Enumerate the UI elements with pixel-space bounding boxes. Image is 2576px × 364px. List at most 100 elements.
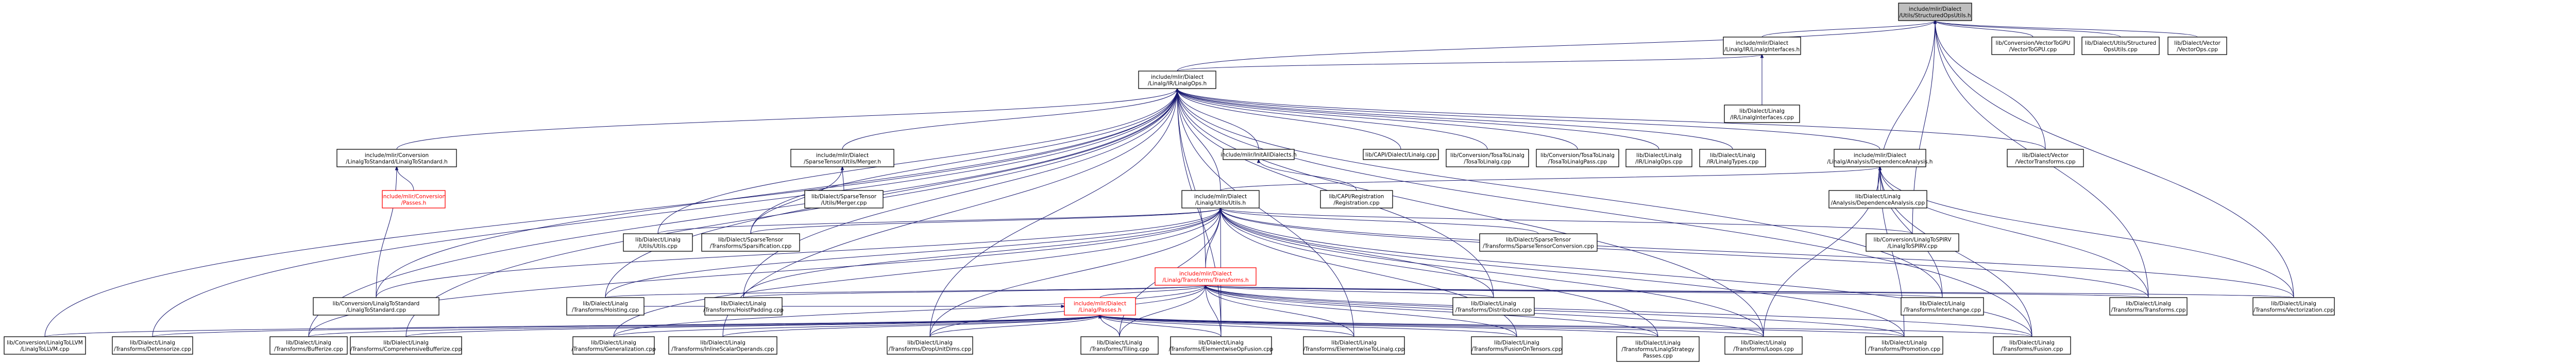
- graph-node-box: [1471, 336, 1563, 355]
- graph-node-label: Passes.cpp: [1643, 353, 1673, 359]
- graph-node-box: [1865, 336, 1943, 355]
- graph-node-box: [1625, 149, 1692, 167]
- graph-node-box: [1828, 190, 1927, 209]
- graph-node-label: lib/Dialect/Linalg: [1636, 152, 1682, 159]
- graph-node-box: [1723, 37, 1801, 55]
- dependency-edge: [1935, 21, 2121, 38]
- dependency-edge: [1935, 21, 2033, 38]
- graph-node[interactable]: lib/Dialect/Linalg/Transforms/Bufferize.…: [269, 336, 348, 355]
- graph-node[interactable]: lib/Dialect/Linalg/Transforms/Detensoriz…: [112, 336, 193, 355]
- graph-node-box: [1223, 149, 1295, 160]
- graph-node[interactable]: lib/Conversion/LinalgToSPIRV/LinalgToSPI…: [1866, 233, 1959, 252]
- graph-node-label: include/mlir/Dialect: [1151, 74, 1204, 80]
- graph-node[interactable]: lib/Dialect/Linalg/Transforms/Elementwis…: [1303, 336, 1405, 355]
- graph-node[interactable]: include/mlir/Dialect/SparseTensor/Utils/…: [790, 149, 894, 167]
- graph-node-box: [668, 336, 777, 355]
- graph-node[interactable]: include/mlir/Dialect/Linalg/Transforms/T…: [1155, 267, 1257, 286]
- graph-node-label: lib/Dialect/Linalg: [635, 237, 681, 243]
- dependency-edge: [1206, 285, 1943, 298]
- graph-node-label: lib/Dialect/Linalg: [1198, 340, 1244, 346]
- graph-node-box: [382, 190, 446, 209]
- dependency-edge: [1177, 89, 1221, 191]
- graph-node[interactable]: lib/Conversion/TosaToLinalg/TosaToLinalg…: [1446, 149, 1529, 167]
- dependency-edge: [722, 315, 1100, 337]
- graph-node[interactable]: lib/Dialect/Linalg/Analysis/DependenceAn…: [1828, 190, 1927, 209]
- graph-node[interactable]: lib/CAPI/Registration/Registration.cpp: [1320, 190, 1393, 209]
- graph-node[interactable]: lib/Dialect/Linalg/Transforms/Distributi…: [1452, 297, 1535, 316]
- graph-node[interactable]: include/mlir/Conversion/Passes.h: [382, 190, 446, 209]
- graph-node-label: /LinalgToLLVM.cpp: [20, 346, 70, 352]
- dependency-edge: [1177, 89, 1733, 150]
- graph-node-label: lib/CAPI/Dialect/Linalg.cpp: [1365, 152, 1436, 158]
- graph-node[interactable]: include/mlir/Dialect/Linalg/IR/LinalgInt…: [1723, 37, 1801, 55]
- graph-node[interactable]: lib/Conversion/LinalgToLLVM/LinalgToLLVM…: [4, 336, 86, 355]
- graph-node[interactable]: lib/Dialect/Linalg/Transforms/Elementwis…: [1169, 336, 1274, 355]
- graph-node-label: /VectorToGPU.cpp: [2009, 46, 2057, 53]
- graph-node[interactable]: include/mlir/Dialect/Linalg/Passes.h: [1064, 297, 1136, 316]
- graph-node[interactable]: include/mlir/InitAllDialects.h: [1221, 149, 1297, 160]
- graph-node-box: [1536, 149, 1619, 167]
- graph-node[interactable]: lib/Dialect/Linalg/Transforms/FusionOnTe…: [1471, 336, 1563, 355]
- graph-node[interactable]: include/mlir/Dialect/Utils/StructuredOps…: [1898, 3, 1972, 21]
- graph-node[interactable]: lib/Dialect/Linalg/Transforms/Hoisting.c…: [566, 297, 645, 316]
- graph-node[interactable]: lib/Dialect/Linalg/Transforms/Comprehens…: [350, 336, 462, 355]
- graph-node-label: include/mlir/Dialect: [1074, 301, 1126, 307]
- graph-node[interactable]: lib/Dialect/SparseTensor/Transforms/Spar…: [701, 233, 800, 252]
- dependency-edge: [1220, 167, 1880, 191]
- graph-node[interactable]: lib/Dialect/SparseTensor/Transforms/Spar…: [1479, 233, 1598, 252]
- graph-node-label: /Transforms/SparseTensorConversion.cpp: [1483, 243, 1594, 249]
- graph-node[interactable]: lib/Conversion/VectorToGPU/VectorToGPU.c…: [1991, 37, 2075, 55]
- graph-node[interactable]: lib/Dialect/Linalg/IR/LinalgTypes.cpp: [1699, 149, 1766, 167]
- graph-node-box: [350, 336, 462, 355]
- graph-node[interactable]: lib/Dialect/Linalg/Transforms/LinalgStra…: [1616, 336, 1700, 362]
- graph-node[interactable]: lib/Dialect/Linalg/Transforms/Generaliza…: [571, 336, 656, 355]
- graph-node[interactable]: include/mlir/Dialect/Linalg/Utils/Utils.…: [1181, 190, 1260, 209]
- graph-node[interactable]: lib/Dialect/Vector/VectorTransforms.cpp: [2007, 149, 2084, 167]
- graph-node[interactable]: include/mlir/Conversion/LinalgToStandard…: [336, 149, 457, 167]
- dependency-edge: [1221, 208, 1905, 337]
- graph-node[interactable]: include/mlir/Dialect/Linalg/Analysis/Dep…: [1827, 149, 1933, 167]
- graph-node[interactable]: lib/Dialect/Linalg/Utils/Utils.cpp: [623, 233, 693, 252]
- graph-node-label: /Transforms/Fusion.cpp: [2001, 346, 2063, 352]
- graph-node-box: [623, 233, 693, 252]
- graph-node[interactable]: lib/Conversion/TosaToLinalg/TosaToLinalg…: [1536, 149, 1619, 167]
- graph-node[interactable]: lib/Conversion/LinalgToStandard/LinalgTo…: [313, 297, 439, 316]
- graph-node-label: lib/Dialect/Linalg: [1739, 108, 1785, 114]
- dependency-edge: [1177, 55, 1762, 72]
- graph-node-box: [2167, 37, 2227, 55]
- graph-node[interactable]: lib/Dialect/Linalg/Transforms/Loops.cpp: [1724, 336, 1803, 355]
- graph-node[interactable]: lib/CAPI/Dialect/Linalg.cpp: [1363, 149, 1439, 160]
- dependency-edge: [1206, 285, 2032, 337]
- graph-node-label: lib/Conversion/VectorToGPU: [1995, 40, 2070, 46]
- dependency-edge: [743, 285, 1206, 298]
- dependency-edge: [1221, 208, 2294, 298]
- graph-node-box: [1181, 190, 1260, 209]
- graph-node[interactable]: lib/Dialect/Linalg/IR/LinalgInterfaces.c…: [1724, 105, 1800, 123]
- graph-node[interactable]: lib/Dialect/Linalg/Transforms/Tiling.cpp: [1080, 336, 1159, 355]
- graph-node[interactable]: lib/Dialect/Linalg/Transforms/Vectorizat…: [2252, 297, 2335, 316]
- graph-node[interactable]: lib/Dialect/Linalg/IR/LinalgOps.cpp: [1625, 149, 1692, 167]
- graph-node-box: [1155, 267, 1257, 286]
- graph-node[interactable]: lib/Dialect/Vector/VectorOps.cpp: [2167, 37, 2227, 55]
- graph-node-label: /Linalg/Analysis/DependenceAnalysis.h: [1827, 159, 1933, 165]
- graph-node[interactable]: lib/Dialect/Utils/StructuredOpsUtils.cpp: [2081, 37, 2160, 55]
- graph-node[interactable]: lib/Dialect/Linalg/Transforms/Fusion.cpp: [1993, 336, 2071, 355]
- graph-node-box: [572, 336, 655, 355]
- dependency-edge: [1221, 208, 1764, 337]
- graph-node[interactable]: lib/Dialect/Linalg/Transforms/Promotion.…: [1865, 336, 1943, 355]
- edge-layer: [44, 21, 2294, 337]
- graph-node[interactable]: lib/Dialect/Linalg/Transforms/Transforms…: [2109, 297, 2188, 316]
- graph-node[interactable]: lib/Dialect/Linalg/Transforms/Interchang…: [1901, 297, 1984, 316]
- graph-node[interactable]: lib/Dialect/SparseTensor/Utils/Merger.cp…: [804, 190, 884, 209]
- graph-node-label: /Passes.h: [401, 200, 427, 206]
- graph-node-label: lib/Dialect/Linalg: [1494, 340, 1539, 346]
- graph-node-label: /Transforms/Sparsification.cpp: [710, 243, 792, 249]
- graph-node-label: lib/Dialect/Linalg: [1710, 152, 1755, 159]
- dependency-edge: [152, 315, 1100, 337]
- graph-node[interactable]: lib/Dialect/Linalg/Transforms/DropUnitDi…: [887, 336, 973, 355]
- graph-node-label: lib/Dialect/Linalg: [1635, 340, 1681, 346]
- graph-node[interactable]: lib/Dialect/Linalg/Transforms/InlineScal…: [668, 336, 777, 355]
- dependency-edge: [1119, 285, 1206, 337]
- graph-node[interactable]: include/mlir/Dialect/Linalg/IR/LinalgOps…: [1138, 71, 1216, 89]
- graph-node[interactable]: lib/Dialect/Linalg/Transforms/HoistPaddi…: [703, 297, 784, 316]
